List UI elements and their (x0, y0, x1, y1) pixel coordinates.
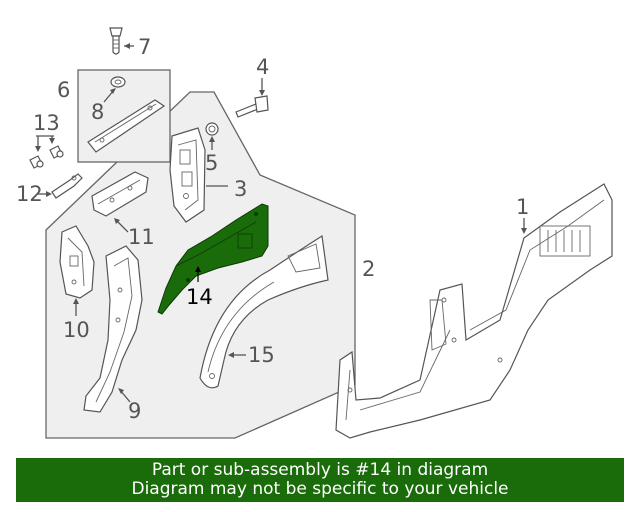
pillar-9[interactable] (83, 245, 143, 413)
callout-5: 5 (205, 151, 218, 175)
part-14-highlighted[interactable] (157, 203, 269, 315)
callout-11: 11 (128, 225, 155, 249)
callout-12: 12 (16, 182, 43, 206)
callout-2: 2 (362, 257, 375, 281)
wheelhouse-15[interactable] (199, 234, 329, 389)
callout-3: 3 (234, 177, 247, 201)
bracket-3[interactable] (169, 127, 206, 223)
callout-14: 14 (186, 285, 213, 309)
callout-13: 13 (33, 111, 60, 135)
banner-line-1: Part or sub-assembly is #14 in diagram (151, 460, 489, 480)
callout-10: 10 (63, 318, 90, 342)
parts-diagram: 1 2 3 4 5 6 7 8 9 10 11 12 13 14 15 (16, 27, 613, 439)
callout-1: 1 (516, 195, 529, 219)
callout-4: 4 (256, 55, 269, 79)
callout-9: 9 (128, 399, 141, 423)
nut-8[interactable] (110, 76, 126, 88)
callout-15: 15 (248, 343, 275, 367)
bracket-12[interactable] (51, 173, 83, 199)
bracket-10[interactable] (59, 225, 95, 299)
bolt-7[interactable] (109, 27, 123, 55)
info-banner: Part or sub-assembly is #14 in diagram D… (16, 458, 624, 502)
banner-line-2: Diagram may not be specific to your vehi… (131, 479, 509, 499)
rail-6[interactable] (87, 99, 166, 153)
callout-8: 8 (91, 100, 104, 124)
rail-11[interactable] (91, 171, 149, 217)
callout-6: 6 (57, 78, 70, 102)
body-side-panel-1[interactable] (335, 183, 613, 439)
callout-7: 7 (138, 35, 151, 59)
bolts-13[interactable] (29, 145, 64, 169)
bolt-4[interactable] (235, 95, 269, 118)
grommet-5[interactable] (205, 122, 219, 136)
